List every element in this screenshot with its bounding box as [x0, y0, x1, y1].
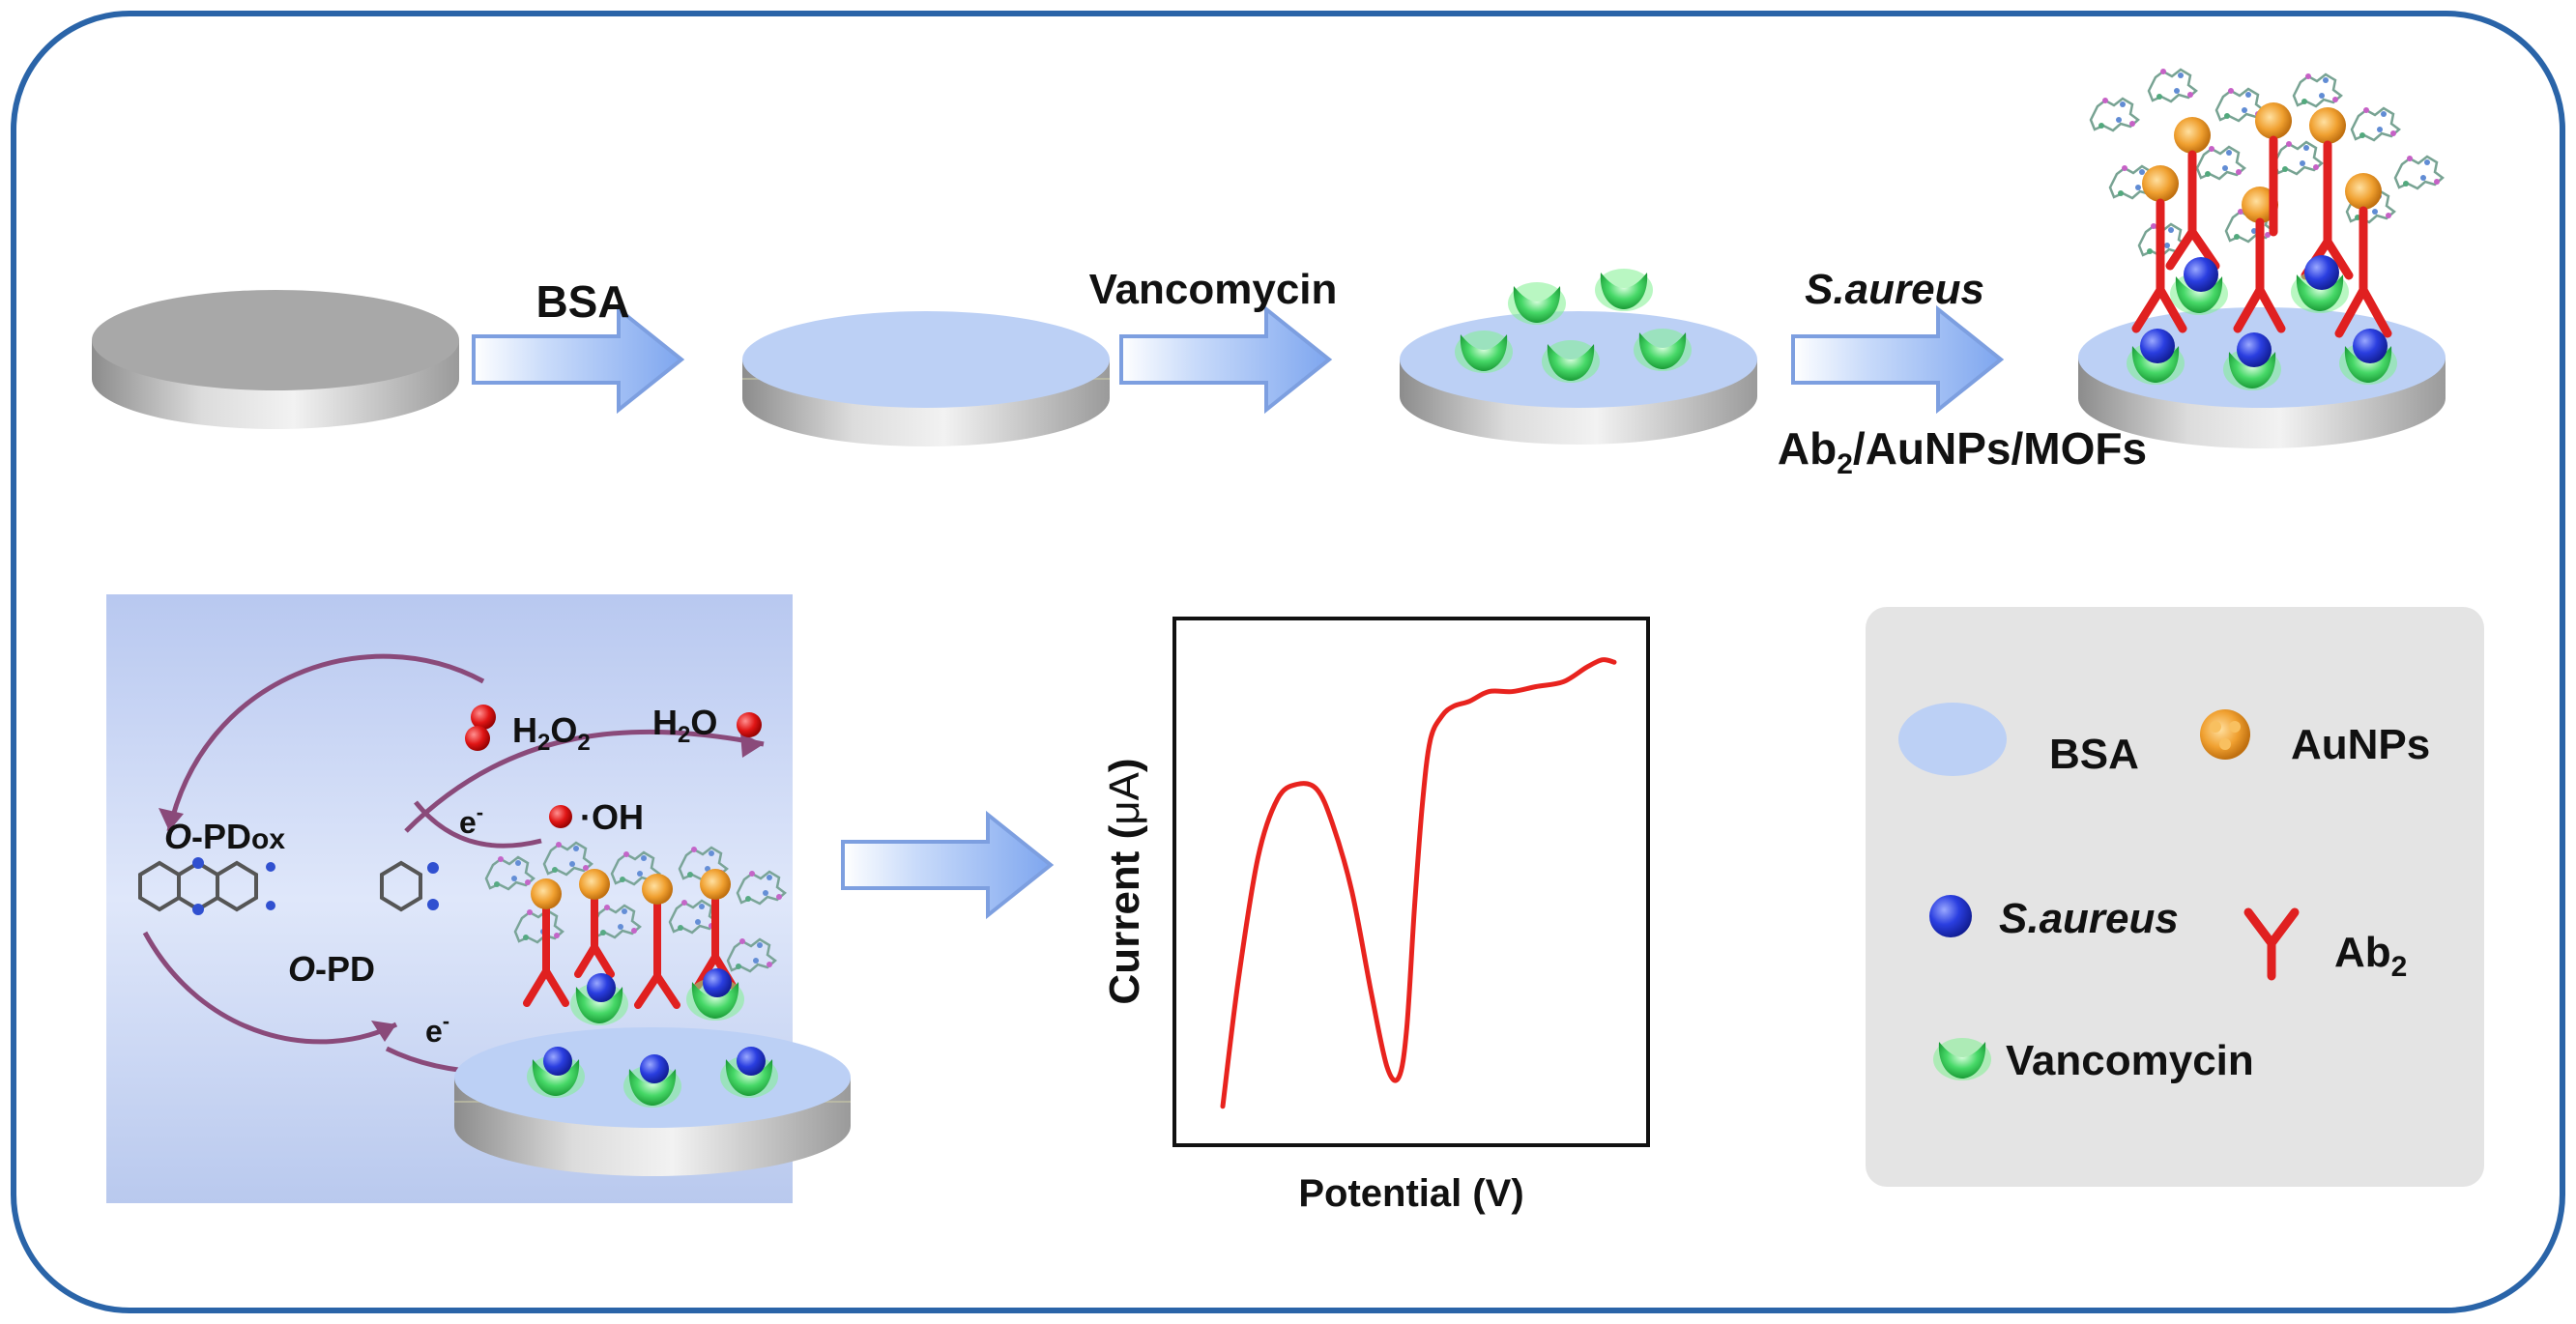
- electron-label-bottom: e-: [425, 1009, 449, 1049]
- hydroxyl-radical-icon: [549, 805, 572, 828]
- step-label-ab2-aunps-mofs: Ab2/AuNPs/MOFs: [1778, 423, 2147, 480]
- sandwich-assembly-disk: [2078, 67, 2446, 448]
- step-label-bsa: BSA: [535, 276, 629, 327]
- saureus-bacterium: [2184, 257, 2218, 292]
- step-label-vancomycin: Vancomycin: [1089, 266, 1338, 313]
- opd-label: O-PD: [288, 949, 375, 989]
- legend-label-aunps: AuNPs: [2291, 721, 2430, 768]
- dpv-chart: Potential (V) Current (μA): [1101, 617, 1650, 1215]
- aunp-particle: [2345, 173, 2382, 210]
- h2o2-reduction-arc: [404, 729, 765, 833]
- h2o2-molecule-icon: [471, 705, 496, 730]
- chart-plot-area: [1172, 617, 1650, 1147]
- saureus-bacterium: [2353, 329, 2388, 363]
- legend-label-ab2: Ab2: [2334, 929, 2407, 983]
- opd-molecule-icon: [380, 860, 439, 912]
- panel-sandwich-disk: [454, 840, 851, 1176]
- h2o-label: H2O: [652, 703, 717, 748]
- saureus-bacterium: [2237, 332, 2272, 367]
- vancomycin-molecule: [1508, 282, 1566, 325]
- aunp-particle: [2142, 165, 2179, 202]
- vancomycin-molecule: [1455, 331, 1513, 373]
- legend-label-bsa: BSA: [2049, 731, 2139, 778]
- vancomycin-molecule: [1542, 340, 1600, 383]
- saureus-bacterium: [2304, 255, 2339, 290]
- hydroxyl-radical-label: ·OH: [580, 797, 644, 837]
- legend-box: BSA AuNPs S.aureus Ab2 Vancomycin: [1866, 607, 2484, 1187]
- opdox-molecule-icon: [138, 857, 275, 915]
- vancomycin-molecule: [1634, 329, 1692, 371]
- aunp-particle: [2255, 102, 2292, 139]
- step-label-saureus: S.aureus: [1805, 266, 1984, 313]
- legend-aunps-icon: [2200, 709, 2250, 760]
- bsa-coated-disk: [742, 311, 1110, 446]
- oxidation-cycle-arc: [166, 653, 485, 832]
- aunp-particle: [2174, 117, 2211, 154]
- reduction-cycle-arc: [142, 931, 398, 1045]
- vancomycin-molecule: [1595, 269, 1653, 311]
- h2o-molecule-icon: [737, 712, 762, 737]
- bare-electrode-disk: [92, 290, 459, 429]
- saureus-bacterium: [2140, 329, 2175, 363]
- antibody-group: [2131, 135, 2392, 338]
- opdox-label: O-PDox: [164, 817, 285, 856]
- legend-label-saureus: S.aureus: [1999, 895, 2179, 942]
- electron-transfer-arc-top: [414, 800, 542, 849]
- legend-label-vancomycin: Vancomycin: [2006, 1037, 2254, 1084]
- aunp-particle: [2309, 107, 2346, 144]
- series-line-current: [1220, 657, 1617, 1109]
- reaction-panel: O-PDox O-PD H2O2 H2O ·OH e- e-: [106, 594, 851, 1203]
- electron-label-top: e-: [459, 800, 483, 840]
- legend-vancomycin-icon: [1933, 1038, 1991, 1080]
- legend-saureus-icon: [1929, 895, 1972, 937]
- h2o2-label: H2O2: [512, 710, 591, 756]
- vancomycin-disk: [1400, 269, 1757, 445]
- chart-ylabel: Current (μA): [1101, 758, 1148, 1004]
- chart-xlabel: Potential (V): [1298, 1172, 1523, 1215]
- legend-bsa-icon: [1898, 703, 2007, 776]
